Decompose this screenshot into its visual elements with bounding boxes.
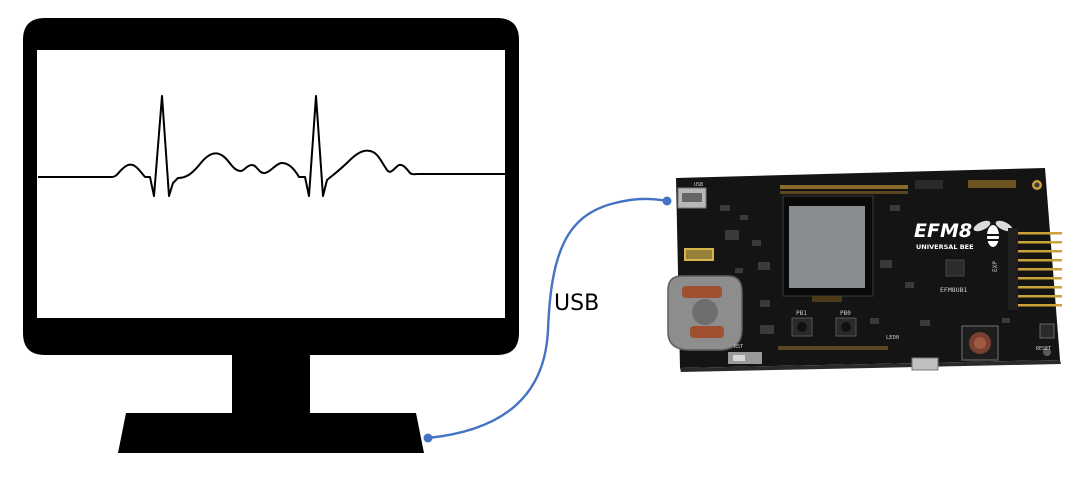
- pb1-label: PB1: [796, 310, 807, 317]
- led-label: LED0: [886, 335, 899, 341]
- monitor-screen: [37, 50, 505, 318]
- efm8-board: USB EFM8 UNIVERSAL BEE EFM8UB1: [668, 168, 1062, 372]
- mounting-hole-inner: [1035, 183, 1040, 188]
- pb0-label: PB0: [840, 310, 851, 317]
- bottom-header-pins: [778, 346, 888, 350]
- monitor-neck: [232, 355, 310, 413]
- board-subtitle: UNIVERSAL BEE: [916, 243, 974, 251]
- model-marking: EFM8UB1: [940, 286, 967, 294]
- cable-end-pc: [424, 434, 433, 443]
- usb-silk-label: USB: [694, 182, 703, 188]
- exp-label: EXP: [992, 261, 999, 272]
- monitor-icon: [23, 18, 519, 453]
- micro-usb-connector: [912, 358, 938, 370]
- reset-label: RESET: [1036, 346, 1051, 352]
- usb-label: USB: [554, 291, 599, 316]
- mcu-chip: [946, 260, 964, 276]
- monitor-base: [118, 413, 424, 453]
- coin-cell-holder: [668, 276, 742, 350]
- lcd-screen: [789, 206, 865, 288]
- cable-end-board: [663, 197, 672, 206]
- board-brand: EFM8: [914, 220, 972, 242]
- lcd-flex: [812, 296, 842, 302]
- rst-label: RST: [734, 344, 743, 350]
- usb-port-opening: [682, 193, 702, 202]
- reset-button: [1040, 324, 1054, 338]
